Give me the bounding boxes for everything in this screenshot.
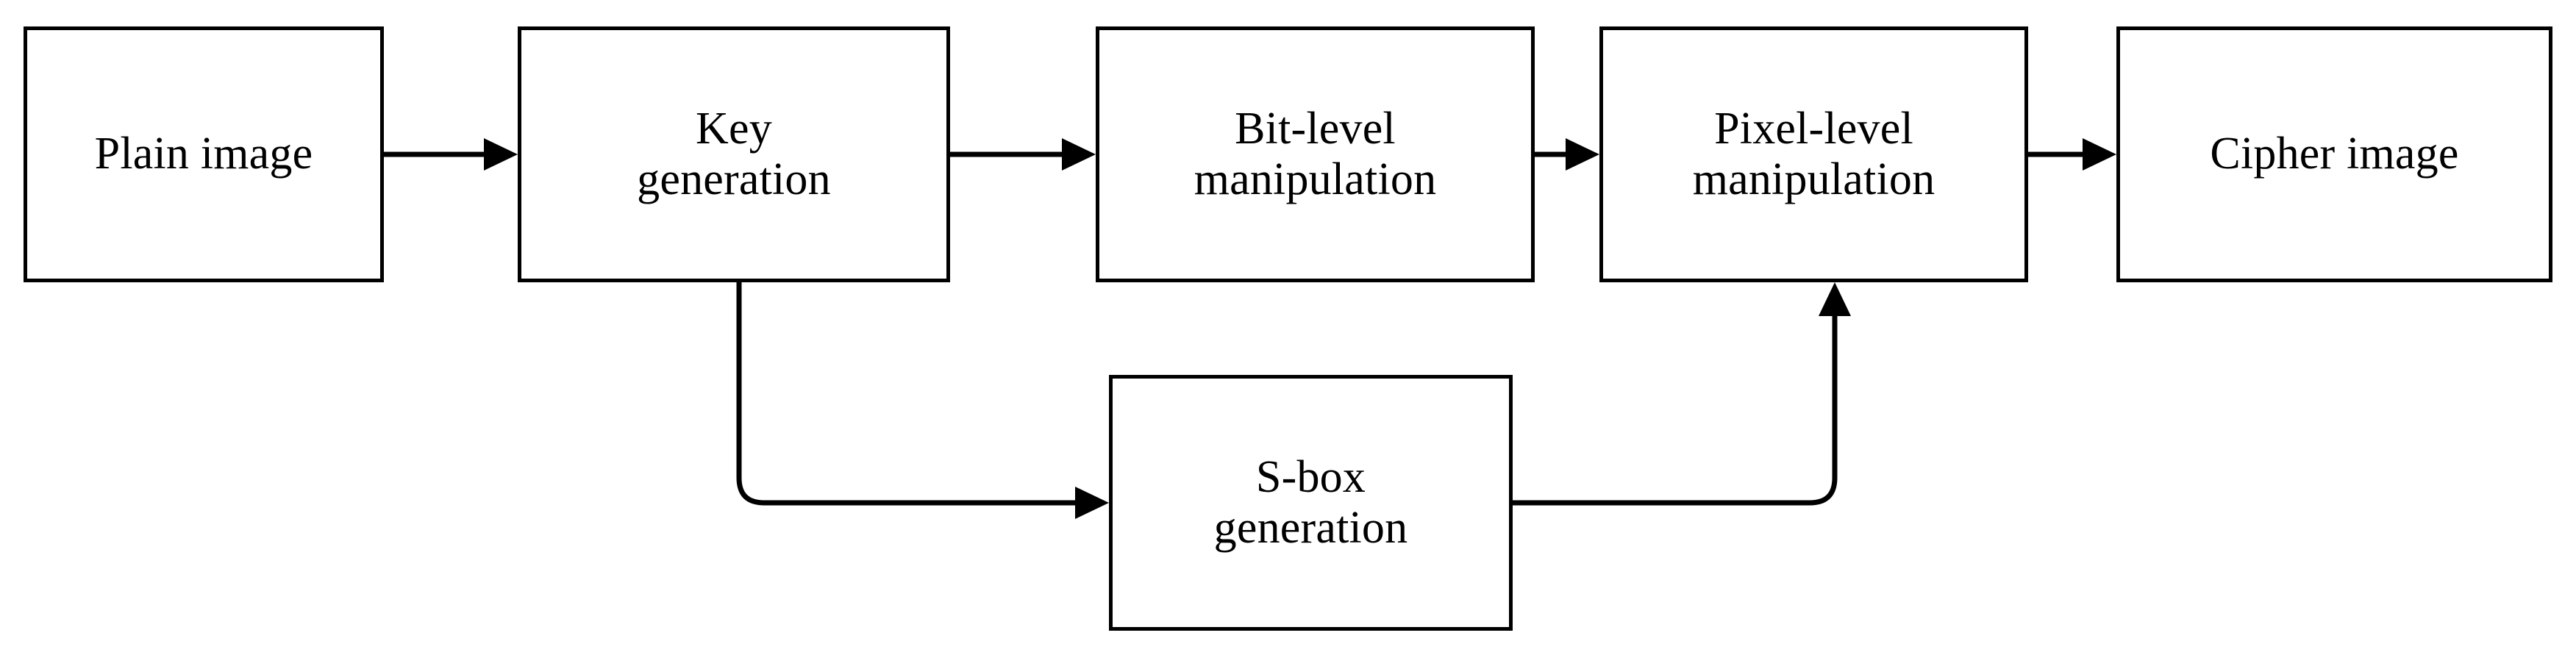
node-bit-level-manipulation[interactable]: Bit-level manipulation	[1096, 26, 1535, 282]
node-key-generation-label: Key generation	[637, 103, 831, 204]
node-bit-level-manipulation-label: Bit-level manipulation	[1194, 103, 1437, 204]
node-pixel-level-manipulation-label: Pixel-level manipulation	[1692, 103, 1935, 204]
node-cipher-image[interactable]: Cipher image	[2116, 26, 2552, 282]
edge-bit-to-pixel	[1535, 138, 1599, 171]
node-key-generation[interactable]: Key generation	[518, 26, 950, 282]
node-sbox-generation[interactable]: S-box generation	[1109, 375, 1513, 631]
edge-pixel-to-cipher	[2028, 138, 2116, 171]
node-plain-image[interactable]: Plain image	[24, 26, 384, 282]
edge-key-to-sbox	[736, 282, 1109, 519]
edge-plain-to-key	[384, 138, 518, 171]
node-cipher-image-label: Cipher image	[2210, 129, 2459, 179]
node-plain-image-label: Plain image	[94, 129, 313, 179]
node-sbox-generation-label: S-box generation	[1213, 451, 1408, 553]
edge-key-to-bit	[950, 138, 1096, 171]
edge-sbox-to-pixel	[1513, 282, 1851, 506]
node-pixel-level-manipulation[interactable]: Pixel-level manipulation	[1599, 26, 2028, 282]
